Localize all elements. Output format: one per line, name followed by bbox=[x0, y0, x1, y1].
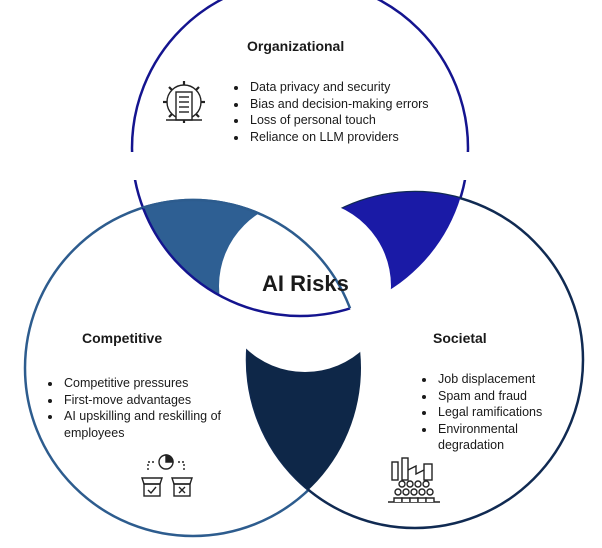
factory-people-icon bbox=[388, 457, 440, 503]
societal-list: Job displacement Spam and fraud Legal ra… bbox=[420, 371, 566, 454]
top-band bbox=[120, 152, 480, 180]
market-stalls-icon bbox=[141, 454, 193, 497]
list-item: Job displacement bbox=[436, 371, 566, 388]
center-disc bbox=[219, 200, 391, 372]
list-item: Loss of personal touch bbox=[248, 112, 478, 129]
organizational-arc bbox=[130, 200, 361, 318]
competitive-arc bbox=[132, 198, 363, 316]
organizational-list: Data privacy and security Bias and decis… bbox=[232, 79, 478, 145]
societal-title: Societal bbox=[433, 330, 487, 346]
competitive-list: Competitive pressures First-move advanta… bbox=[46, 375, 222, 441]
list-item: Legal ramifications bbox=[436, 404, 566, 421]
list-item: First-move advantages bbox=[62, 392, 222, 409]
list-item: Bias and decision-making errors bbox=[248, 96, 478, 113]
list-item: Spam and fraud bbox=[436, 388, 566, 405]
competitive-title: Competitive bbox=[82, 330, 163, 346]
list-item: Environmental degradation bbox=[436, 421, 566, 454]
list-item: Data privacy and security bbox=[248, 79, 478, 96]
building-gear-icon bbox=[163, 81, 205, 123]
list-item: Reliance on LLM providers bbox=[248, 129, 478, 146]
center-label: AI Risks bbox=[262, 271, 349, 296]
organizational-title: Organizational bbox=[247, 38, 345, 54]
list-item: Competitive pressures bbox=[62, 375, 222, 392]
list-item: AI upskilling and reskilling of employee… bbox=[62, 408, 222, 441]
